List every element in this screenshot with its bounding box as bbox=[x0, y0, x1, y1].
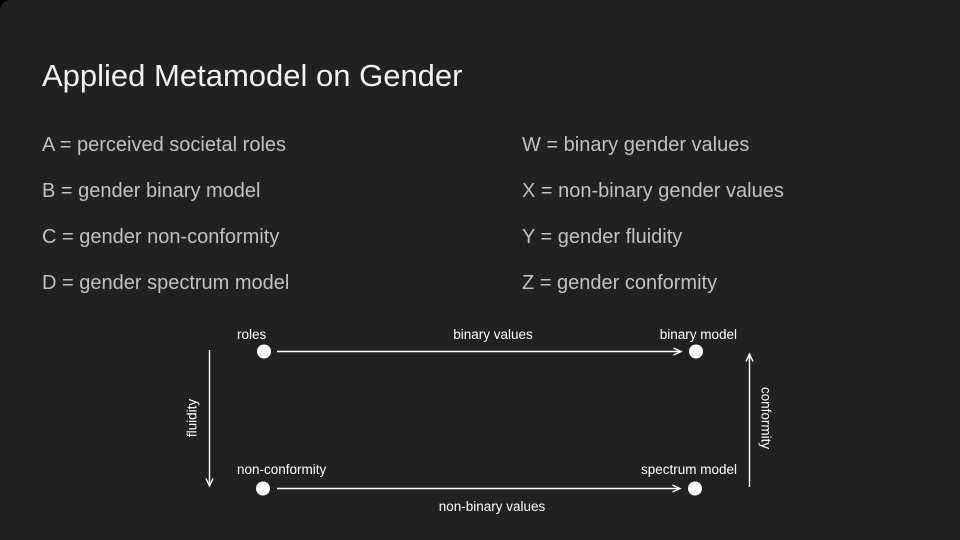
node-dot-binary-model bbox=[689, 344, 703, 359]
node-dot-non-conformity bbox=[256, 481, 270, 496]
definition-x: X = non-binary gender values bbox=[522, 180, 784, 202]
edge-label-conformity: conformity bbox=[759, 387, 774, 450]
definition-w: W = binary gender values bbox=[522, 134, 750, 156]
definition-y: Y = gender fluidity bbox=[522, 226, 683, 248]
definitions-right-column: W = binary gender values X = non-binary … bbox=[522, 122, 784, 306]
definition-b: B = gender binary model bbox=[42, 180, 261, 202]
definition-z: Z = gender conformity bbox=[522, 272, 718, 294]
definition-a: A = perceived societal roles bbox=[42, 134, 287, 156]
definitions-left-column: A = perceived societal roles B = gender … bbox=[42, 122, 289, 306]
definition-c: C = gender non-conformity bbox=[42, 226, 280, 248]
slide-title: Applied Metamodel on Gender bbox=[42, 58, 463, 93]
definition-d: D = gender spectrum model bbox=[42, 272, 290, 294]
node-label-non-conformity: non-conformity bbox=[237, 462, 327, 477]
edge-label-binary-values: binary values bbox=[453, 327, 533, 342]
node-label-spectrum-model: spectrum model bbox=[641, 462, 737, 477]
edge-label-fluidity: fluidity bbox=[185, 399, 200, 438]
edge-label-non-binary-values: non-binary values bbox=[439, 499, 546, 514]
node-dot-roles bbox=[257, 344, 271, 359]
node-dot-spectrum-model bbox=[688, 481, 702, 496]
node-label-binary-model: binary model bbox=[660, 327, 737, 342]
node-label-roles: roles bbox=[237, 327, 267, 342]
